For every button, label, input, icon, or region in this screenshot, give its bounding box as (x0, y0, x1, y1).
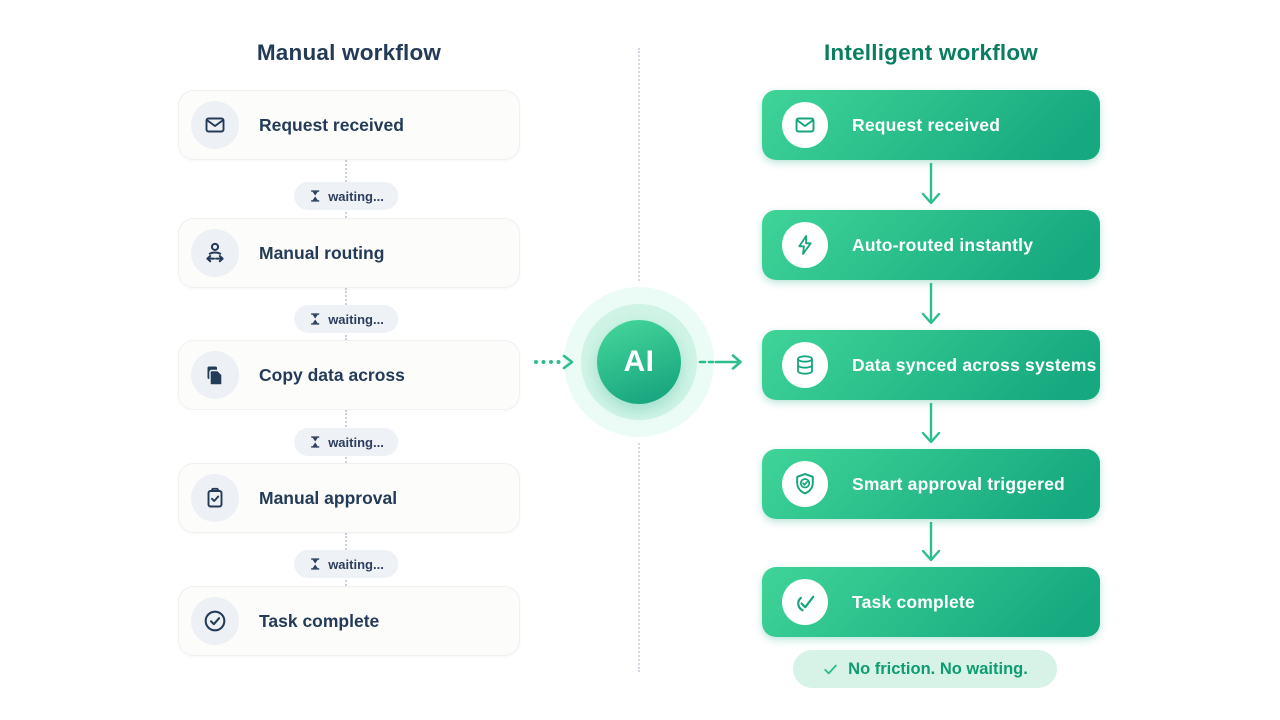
hourglass-icon (308, 312, 322, 326)
down-arrow-icon (918, 520, 944, 568)
waiting-badge-label: waiting... (328, 188, 384, 204)
down-arrow-icon (918, 281, 944, 331)
down-arrow-icon (918, 161, 944, 211)
manual-step-label: Request received (259, 114, 404, 135)
copy-icon (191, 351, 239, 399)
dotted-arrow-into-ai-icon (532, 353, 580, 376)
manual-step-label: Manual approval (259, 487, 398, 508)
waiting-badge: waiting... (294, 182, 398, 210)
ai-hub-circle: AI (597, 320, 681, 404)
waiting-badge-label: waiting... (328, 434, 384, 450)
manual-step-card: Request received (178, 90, 520, 160)
manual-step-card: Manual routing (178, 218, 520, 288)
intelligent-step-card: Data synced across systems (762, 330, 1100, 400)
person-routing-icon (191, 229, 239, 277)
manual-step-card: Manual approval (178, 463, 520, 533)
dashed-arrow-out-of-ai-icon (698, 353, 748, 376)
manual-workflow-title: Manual workflow (256, 40, 442, 65)
check-icon (824, 664, 837, 674)
manual-step-card: Copy data across (178, 340, 520, 410)
hourglass-icon (308, 189, 322, 203)
mail-icon (191, 101, 239, 149)
no-friction-badge-label: No friction. No waiting. (848, 659, 1028, 678)
ai-hub-label: AI (623, 345, 655, 378)
waiting-badge: waiting... (294, 305, 398, 333)
clipboard-check-icon (191, 474, 239, 522)
intelligent-step-card: Request received (762, 90, 1100, 160)
circle-check-icon (191, 597, 239, 645)
intelligent-step-label: Data synced across systems (852, 354, 1097, 375)
manual-step-label: Copy data across (259, 364, 405, 385)
down-arrow-icon (918, 401, 944, 450)
intelligent-step-card: Task complete (762, 567, 1100, 637)
waiting-badge: waiting... (294, 550, 398, 578)
mail-icon (782, 102, 828, 148)
no-friction-badge: No friction. No waiting. (793, 650, 1057, 688)
intelligent-workflow-title: Intelligent workflow (823, 40, 1038, 65)
intelligent-step-label: Smart approval triggered (852, 473, 1065, 494)
shield-check-icon (782, 461, 828, 507)
waiting-badge-label: waiting... (328, 556, 384, 572)
intelligent-step-card: Auto-routed instantly (762, 210, 1100, 280)
manual-step-label: Manual routing (259, 242, 385, 263)
lightning-icon (782, 222, 828, 268)
intelligent-step-label: Request received (852, 114, 1001, 135)
hourglass-icon (308, 557, 322, 571)
hourglass-icon (308, 435, 322, 449)
intelligent-step-label: Task complete (852, 591, 975, 612)
database-icon (782, 342, 828, 388)
manual-step-card: Task complete (178, 586, 520, 656)
manual-step-label: Task complete (259, 610, 380, 631)
check-open-icon (782, 579, 828, 625)
waiting-badge-label: waiting... (328, 311, 384, 327)
intelligent-step-label: Auto-routed instantly (852, 234, 1034, 255)
waiting-badge: waiting... (294, 428, 398, 456)
intelligent-step-card: Smart approval triggered (762, 449, 1100, 519)
